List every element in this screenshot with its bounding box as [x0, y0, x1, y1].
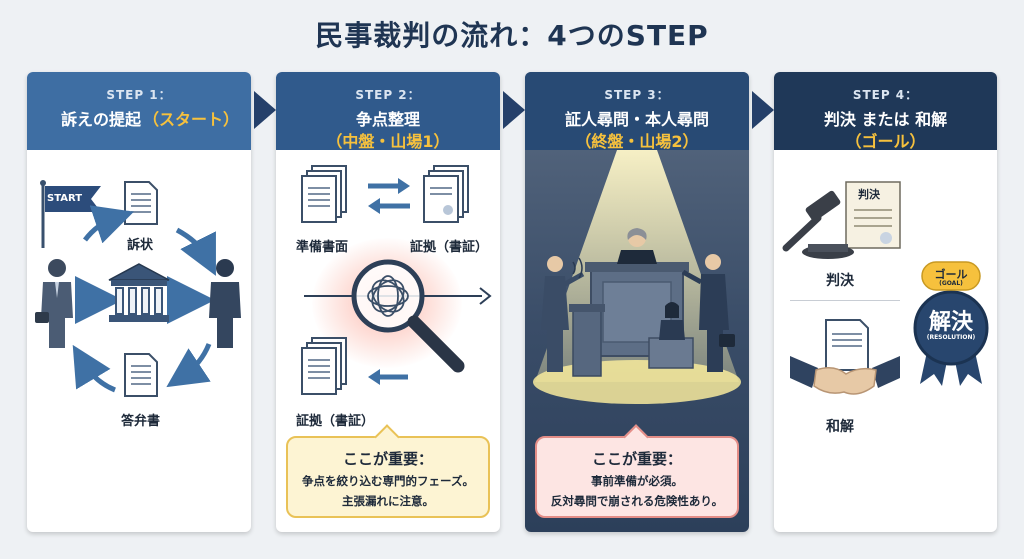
step4-title: 判決 または 和解 [823, 110, 948, 129]
step2-note-line-1: 争点を絞り込む専門的フェーズ。 [302, 474, 474, 488]
brief-label: 準備書面 [296, 240, 349, 255]
evidence-documents-top-icon [423, 165, 469, 223]
start-flag-icon [40, 180, 101, 248]
badge-top-sub: (GOAL) [939, 280, 963, 287]
exchange-arrows-icon [368, 178, 410, 214]
badge-top-label: ゴール [934, 268, 968, 281]
step1-subtitle: （スタート） [142, 110, 239, 129]
evidence-documents-bottom-icon [301, 337, 347, 395]
step3-label: STEP 3： [604, 88, 670, 102]
judgment-label: 判決 [826, 273, 854, 289]
step-arrow-1 [254, 91, 276, 129]
step3-title: 証人尋問・本人尋問 [564, 110, 709, 129]
submit-arrow-icon [368, 369, 408, 385]
badge-sub-label: (RESOLUTION) [926, 334, 976, 341]
step2-note-title: ここが重要： [342, 450, 433, 468]
step3-panel: STEP 3： 証人尋問・本人尋問 （終盤・山場2） [525, 72, 749, 532]
settlement-label: 和解 [826, 419, 854, 435]
courtroom-scene [533, 150, 741, 404]
step3-note-title: ここが重要： [591, 450, 682, 468]
cycle-arrows [72, 205, 216, 393]
step2-header: STEP 2： 争点整理 （中盤・山場1） [276, 72, 500, 151]
courthouse-icon [108, 263, 170, 322]
defendant-person-icon [209, 259, 241, 348]
step2-title: 争点整理 [355, 110, 420, 129]
step-arrow-3 [752, 91, 774, 129]
step1-panel: STEP 1： 訴えの提起 （スタート） START 訴状 [27, 72, 251, 532]
judgment-doc-label: 判決 [858, 188, 880, 201]
step2-subtitle: （中盤・山場1） [326, 132, 450, 151]
step3-header: STEP 3： 証人尋問・本人尋問 （終盤・山場2） [525, 72, 749, 151]
plaintiff-person-icon [35, 259, 73, 348]
divider [790, 300, 900, 301]
step2-label: STEP 2： [355, 88, 421, 102]
step1-label: STEP 1： [106, 88, 172, 102]
step-arrow-2 [503, 91, 525, 129]
badge-main-label: 解決 [928, 310, 973, 335]
brief-documents-icon [301, 165, 347, 223]
step3-subtitle: （終盤・山場2） [575, 132, 699, 151]
step4-panel: STEP 4： 判決 または 和解 （ゴール） 判決 判決 和解 ゴール (GO… [774, 72, 997, 532]
step2-note-line-2: 主張漏れに注意。 [342, 494, 434, 508]
page-title: 民事裁判の流れ：4つのSTEP [315, 19, 709, 52]
step4-header: STEP 4： 判決 または 和解 （ゴール） [774, 72, 997, 151]
step1-title: 訴えの提起 [60, 110, 141, 129]
step3-note-line-1: 事前準備が必須。 [591, 474, 683, 488]
step2-panel: STEP 2： 争点整理 （中盤・山場1） 準備書面 証拠（書証） [276, 72, 500, 532]
answer-document-icon [124, 353, 158, 397]
evidence-top-label: 証拠（書証） [410, 240, 489, 255]
step3-important-note: ここが重要： 事前準備が必須。 反対尋問で崩される危険性あり。 [535, 424, 739, 518]
magnifier-icon [304, 259, 492, 373]
step4-subtitle: （ゴール） [845, 132, 926, 151]
start-flag-label: START [47, 193, 83, 204]
gavel-icon [782, 181, 901, 259]
step4-label: STEP 4： [852, 88, 919, 102]
step3-note-line-2: 反対尋問で崩される危険性あり。 [550, 494, 724, 508]
answer-label: 答弁書 [121, 414, 161, 429]
step2-important-note: ここが重要： 争点を絞り込む専門的フェーズ。 主張漏れに注意。 [286, 424, 490, 518]
step1-header: STEP 1： 訴えの提起 （スタート） [27, 72, 251, 150]
resolution-badge-icon [913, 261, 989, 386]
evidence-bottom-label: 証拠（書証） [296, 414, 375, 429]
handshake-icon [790, 319, 900, 395]
